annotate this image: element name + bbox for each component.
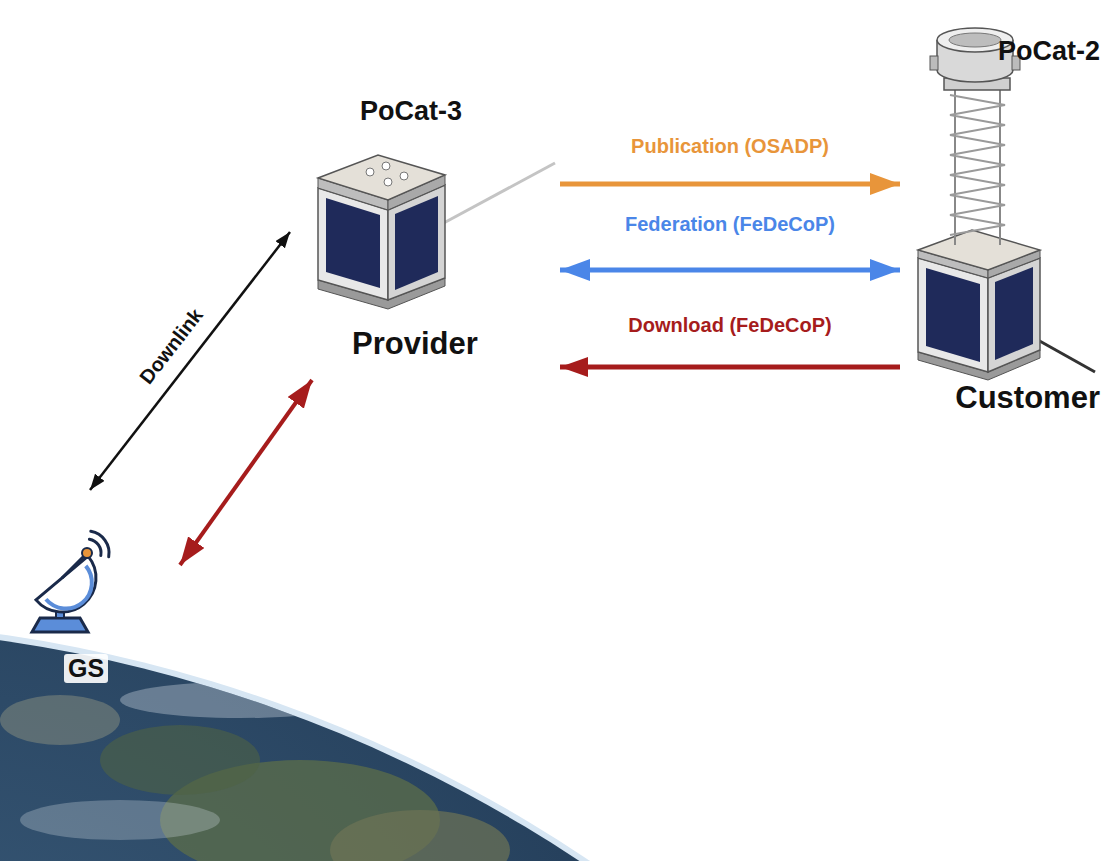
role-label: Provider [352, 326, 478, 362]
earth [0, 620, 1108, 861]
edge-label: Downlink [132, 301, 210, 392]
ground-station-icon [32, 531, 110, 632]
connector-arrow [180, 380, 312, 565]
edge-label: Download (FeDeCoP) [624, 313, 835, 337]
cubesat-pocat3 [318, 155, 555, 309]
connector-arrow [560, 268, 900, 273]
connector-arrow [560, 182, 900, 187]
satellite-node: PoCat-2Customer [900, 20, 1104, 440]
connector-arrow [560, 365, 900, 370]
edge-label: Publication (OSADP) [627, 134, 833, 158]
satellite-name: PoCat-3 [360, 96, 462, 127]
cubesat-pocat2 [918, 28, 1095, 380]
station-label: GS [64, 654, 108, 683]
edge-label: Federation (FeDeCoP) [621, 212, 839, 236]
satellite-node: PoCat-3Provider [290, 90, 560, 380]
satellite-name: PoCat-2 [998, 36, 1100, 67]
role-label: Customer [955, 380, 1100, 416]
ground-station-node: GS [20, 490, 180, 685]
